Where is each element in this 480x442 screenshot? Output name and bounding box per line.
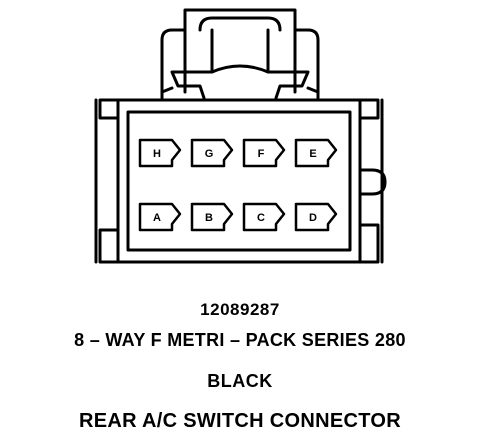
- pin-label-c: C: [257, 212, 265, 224]
- terminal-cavities: [138, 138, 338, 232]
- part-number: 12089287: [200, 300, 280, 319]
- cavity-h: [138, 138, 182, 168]
- cavity-d: [294, 202, 338, 232]
- cavity-c: [242, 202, 286, 232]
- cavity-f: [242, 138, 286, 168]
- connector-diagram: H G F E A B C D: [94, 8, 387, 264]
- side-tab: [358, 168, 387, 196]
- connector-body: [94, 98, 384, 264]
- pin-label-e: E: [309, 148, 316, 160]
- connector-description: 8 – WAY F METRI – PACK SERIES 280: [74, 330, 406, 350]
- pin-labels: H G F E A B C D: [153, 148, 317, 224]
- pin-label-g: G: [205, 148, 214, 160]
- cavity-g: [190, 138, 234, 168]
- locking-latch: [160, 8, 320, 100]
- pin-label-d: D: [309, 212, 317, 224]
- cavity-b: [190, 202, 234, 232]
- connector-title: REAR A/C SWITCH CONNECTOR: [79, 410, 401, 432]
- pin-label-h: H: [153, 148, 161, 160]
- cavity-a: [138, 202, 182, 232]
- pin-label-b: B: [205, 212, 213, 224]
- cavity-e: [294, 138, 338, 168]
- pin-label-a: A: [153, 212, 161, 224]
- pin-label-f: F: [258, 148, 265, 160]
- connector-color: BLACK: [207, 371, 273, 391]
